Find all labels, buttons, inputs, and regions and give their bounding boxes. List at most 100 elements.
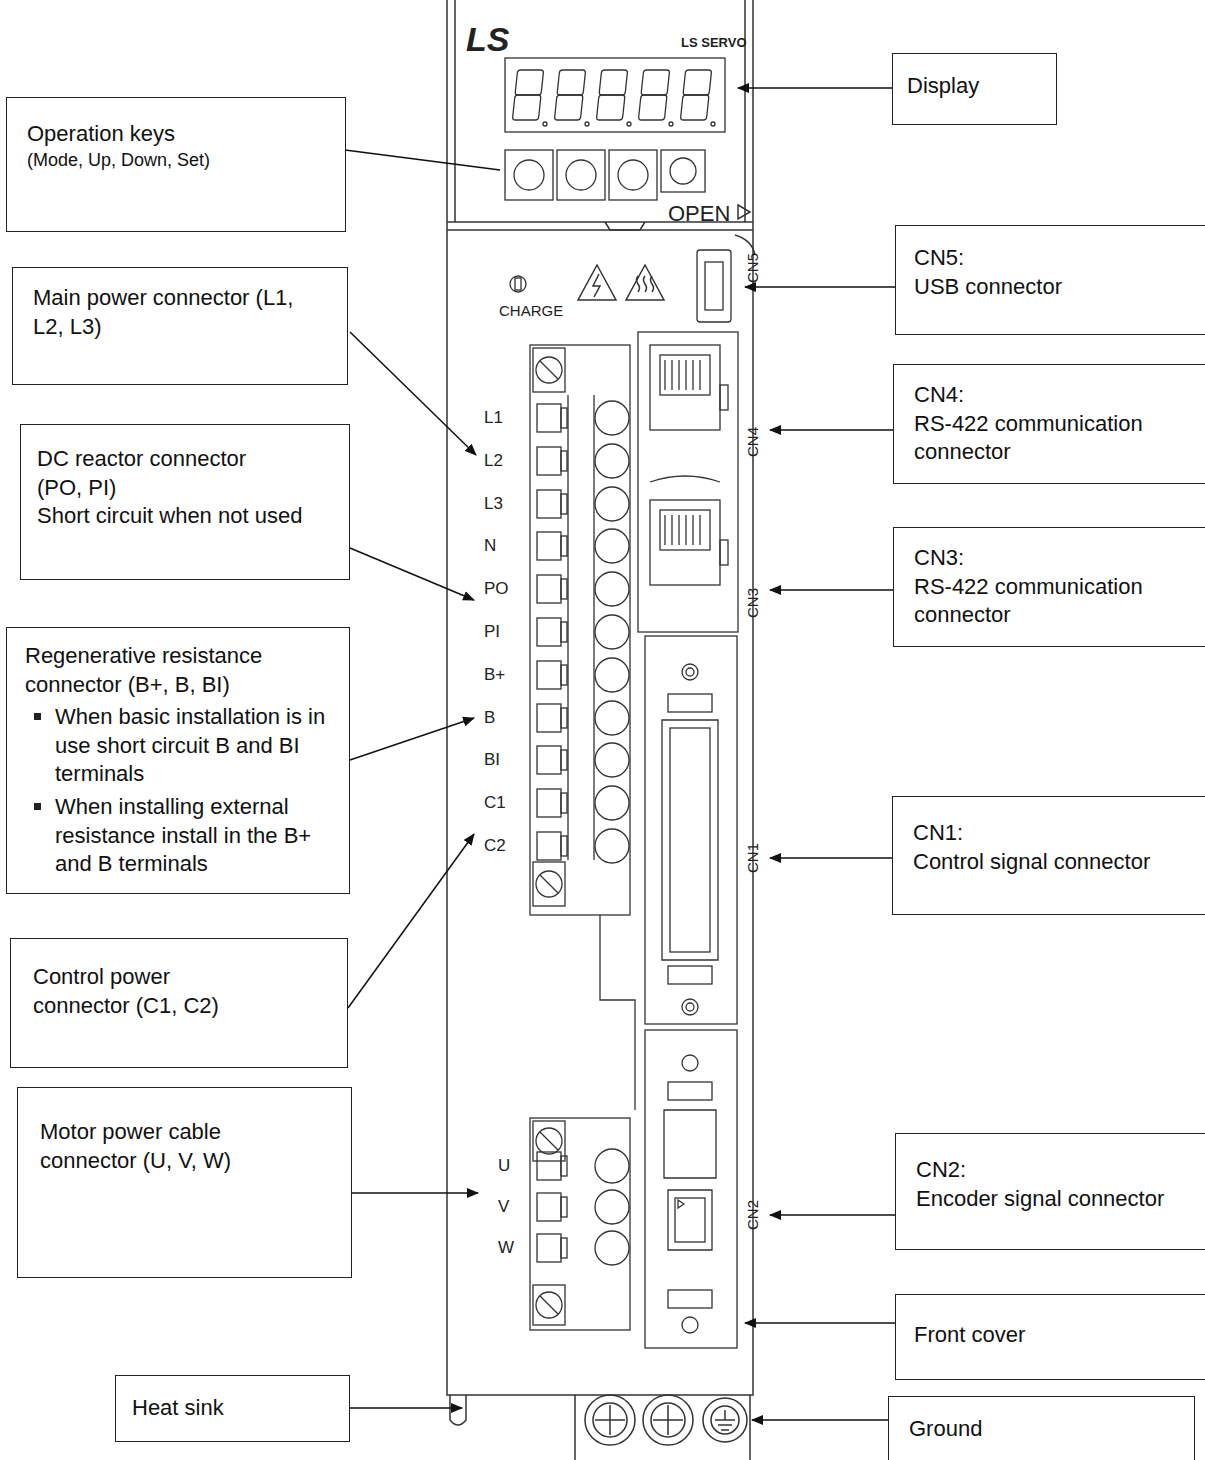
drawing-part (447, 0, 753, 1395)
drawing-part (350, 718, 474, 760)
drawing-part (720, 385, 728, 410)
drawing-part (540, 1296, 558, 1314)
drawing-part (711, 1406, 739, 1434)
drawing-part (645, 636, 737, 1024)
upper-terminal-block (530, 345, 630, 915)
callout-title: CN4: (914, 381, 1185, 410)
drawing-part (543, 122, 547, 126)
drawing-part (627, 122, 631, 126)
callout-text: RS-422 communication connector (914, 573, 1185, 630)
panel-label: B+ (484, 666, 505, 683)
drawing-part (561, 622, 567, 642)
drawing-part (618, 160, 648, 190)
drawing-part (699, 515, 700, 545)
panel-label: B (484, 709, 495, 726)
usb-connector (697, 250, 731, 322)
callout-box: Motor power cable connector (U, V, W) (17, 1087, 352, 1278)
drawing-part (683, 70, 712, 95)
drawing-part (609, 150, 657, 200)
callout-text: Control signal connector (913, 848, 1185, 877)
drawing-part (593, 1403, 627, 1437)
callout-box: CN2:Encoder signal connector (895, 1133, 1205, 1250)
callout-box: Operation keys(Mode, Up, Down, Set) (6, 97, 346, 232)
drawing-part (678, 515, 679, 545)
drawing-part (653, 1405, 683, 1435)
drawing-part (745, 286, 895, 288)
callout-box: Ground (888, 1396, 1195, 1460)
drawing-part (512, 95, 541, 120)
callout-title: CN5: (914, 244, 1187, 273)
drawing-part (682, 1055, 698, 1071)
drawing-part (536, 1292, 562, 1318)
drawing-part (595, 1149, 629, 1183)
drawing-part (770, 857, 892, 859)
drawing-part (675, 1198, 705, 1242)
panel-label: V (498, 1198, 509, 1215)
drawing-part (575, 1395, 750, 1460)
panel-label: W (498, 1239, 514, 1256)
callout-title: Front cover (914, 1321, 1187, 1350)
drawing-part (641, 70, 670, 95)
drawing-part (662, 720, 718, 960)
drawing-part (692, 360, 693, 390)
drawing-part (345, 150, 500, 170)
callout-title: CN2: (916, 1156, 1185, 1185)
panel-label: CHARGE (499, 303, 563, 318)
drawing-part (585, 122, 589, 126)
callout-box: Control power connector (C1, C2) (10, 938, 348, 1068)
drawing-part (697, 250, 731, 322)
drawing-part (671, 360, 672, 390)
drawing-part (510, 276, 526, 292)
connector-label: CN4 (745, 427, 760, 457)
drawing-part (685, 515, 686, 545)
drawing-part (720, 540, 728, 565)
cn1-connector (645, 636, 737, 1024)
drawing-part (593, 274, 600, 297)
drawing-part (540, 875, 558, 893)
drawing-part (685, 360, 686, 390)
drawing-part (537, 404, 561, 432)
drawing-part (595, 444, 629, 478)
drawing-part (352, 1192, 478, 1194)
drawing-part (561, 836, 567, 856)
open-triangle (738, 205, 750, 219)
drawing-part (668, 694, 712, 712)
drawing-part (692, 515, 693, 545)
drawing-part (514, 160, 544, 190)
drawing-part (561, 451, 567, 471)
drawing-part (595, 615, 629, 649)
callout-title: Heat sink (132, 1394, 333, 1423)
drawing-part (668, 1290, 712, 1308)
drawing-part (561, 494, 567, 514)
drawing-part (668, 1082, 712, 1100)
drawing-part (596, 95, 625, 120)
panel-label: PI (484, 623, 500, 640)
callout-title: CN1: (913, 819, 1185, 848)
drawing-part (561, 708, 567, 728)
callout-text: RS-422 communication connector (914, 410, 1185, 467)
panel-label: OPEN (668, 203, 730, 225)
drawing-part (540, 361, 558, 379)
drawing-part (530, 1118, 630, 1330)
drawing-part (595, 743, 629, 777)
panel-label: L2 (484, 452, 503, 469)
drawing-part (561, 536, 567, 556)
callout-title: Regenerative resistance connector (B+, B… (25, 642, 331, 699)
drawing-part (670, 158, 696, 184)
callout-box: Heat sink (115, 1375, 350, 1442)
drawing-part (566, 160, 596, 190)
rj45-connectors (638, 332, 738, 632)
drawing-part (450, 1395, 466, 1425)
drawing-part (537, 746, 561, 774)
drawing-part (561, 750, 567, 770)
drawing-part (682, 1317, 698, 1333)
connector-label: CN2 (745, 1200, 760, 1230)
connector-label: CN1 (745, 843, 760, 873)
callout-text: (Mode, Up, Down, Set) (27, 149, 325, 172)
drawing-part (770, 429, 893, 431)
callout-text: Encoder signal connector (916, 1185, 1185, 1214)
drawing-part (533, 348, 565, 392)
drawing-part (638, 332, 738, 632)
heat-sink-and-ground (450, 1395, 750, 1460)
drawing-part (447, 229, 753, 231)
